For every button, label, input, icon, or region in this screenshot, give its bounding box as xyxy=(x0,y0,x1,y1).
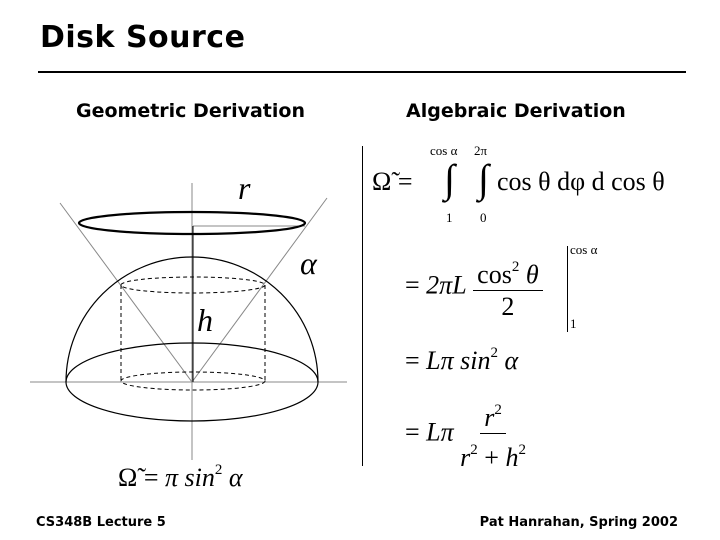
footer-author: Pat Hanrahan, Spring 2002 xyxy=(479,515,678,530)
geometric-formula: Ω̃ = π sin2 α xyxy=(118,462,243,492)
label-alpha: α xyxy=(300,245,317,281)
integral-sign-2: ∫ xyxy=(478,156,489,201)
equation-bracket xyxy=(362,146,363,466)
algebraic-heading: Algebraic Derivation xyxy=(406,100,626,122)
geometric-heading: Geometric Derivation xyxy=(76,100,305,122)
cone-line-right xyxy=(191,197,328,383)
hemisphere-diagram xyxy=(30,183,347,460)
integrand: cos θ dφ d cos θ xyxy=(497,167,665,196)
equation-line-3: = Lπ sin2 α xyxy=(405,345,519,375)
int1-upper: cos α xyxy=(430,143,458,158)
eval-upper: cos α xyxy=(570,242,598,257)
int2-lower: 0 xyxy=(480,210,487,225)
disk-source xyxy=(77,210,307,236)
evaluation-bar xyxy=(567,246,568,332)
title-divider xyxy=(38,71,686,73)
cone-line-left xyxy=(59,202,193,383)
label-r: r xyxy=(238,170,251,206)
projected-disk xyxy=(120,371,266,391)
integral-sign-1: ∫ xyxy=(444,156,455,201)
footer-course: CS348B Lecture 5 xyxy=(36,515,166,530)
hemisphere-dome xyxy=(65,256,319,383)
int1-lower: 1 xyxy=(446,210,453,225)
hemisphere-base xyxy=(65,342,319,422)
slide-title: Disk Source xyxy=(40,20,246,55)
equation-line-1: Ω̃ = xyxy=(372,167,413,196)
label-h: h xyxy=(197,302,213,338)
eval-lower: 1 xyxy=(570,316,577,331)
int2-upper: 2π xyxy=(474,143,488,158)
